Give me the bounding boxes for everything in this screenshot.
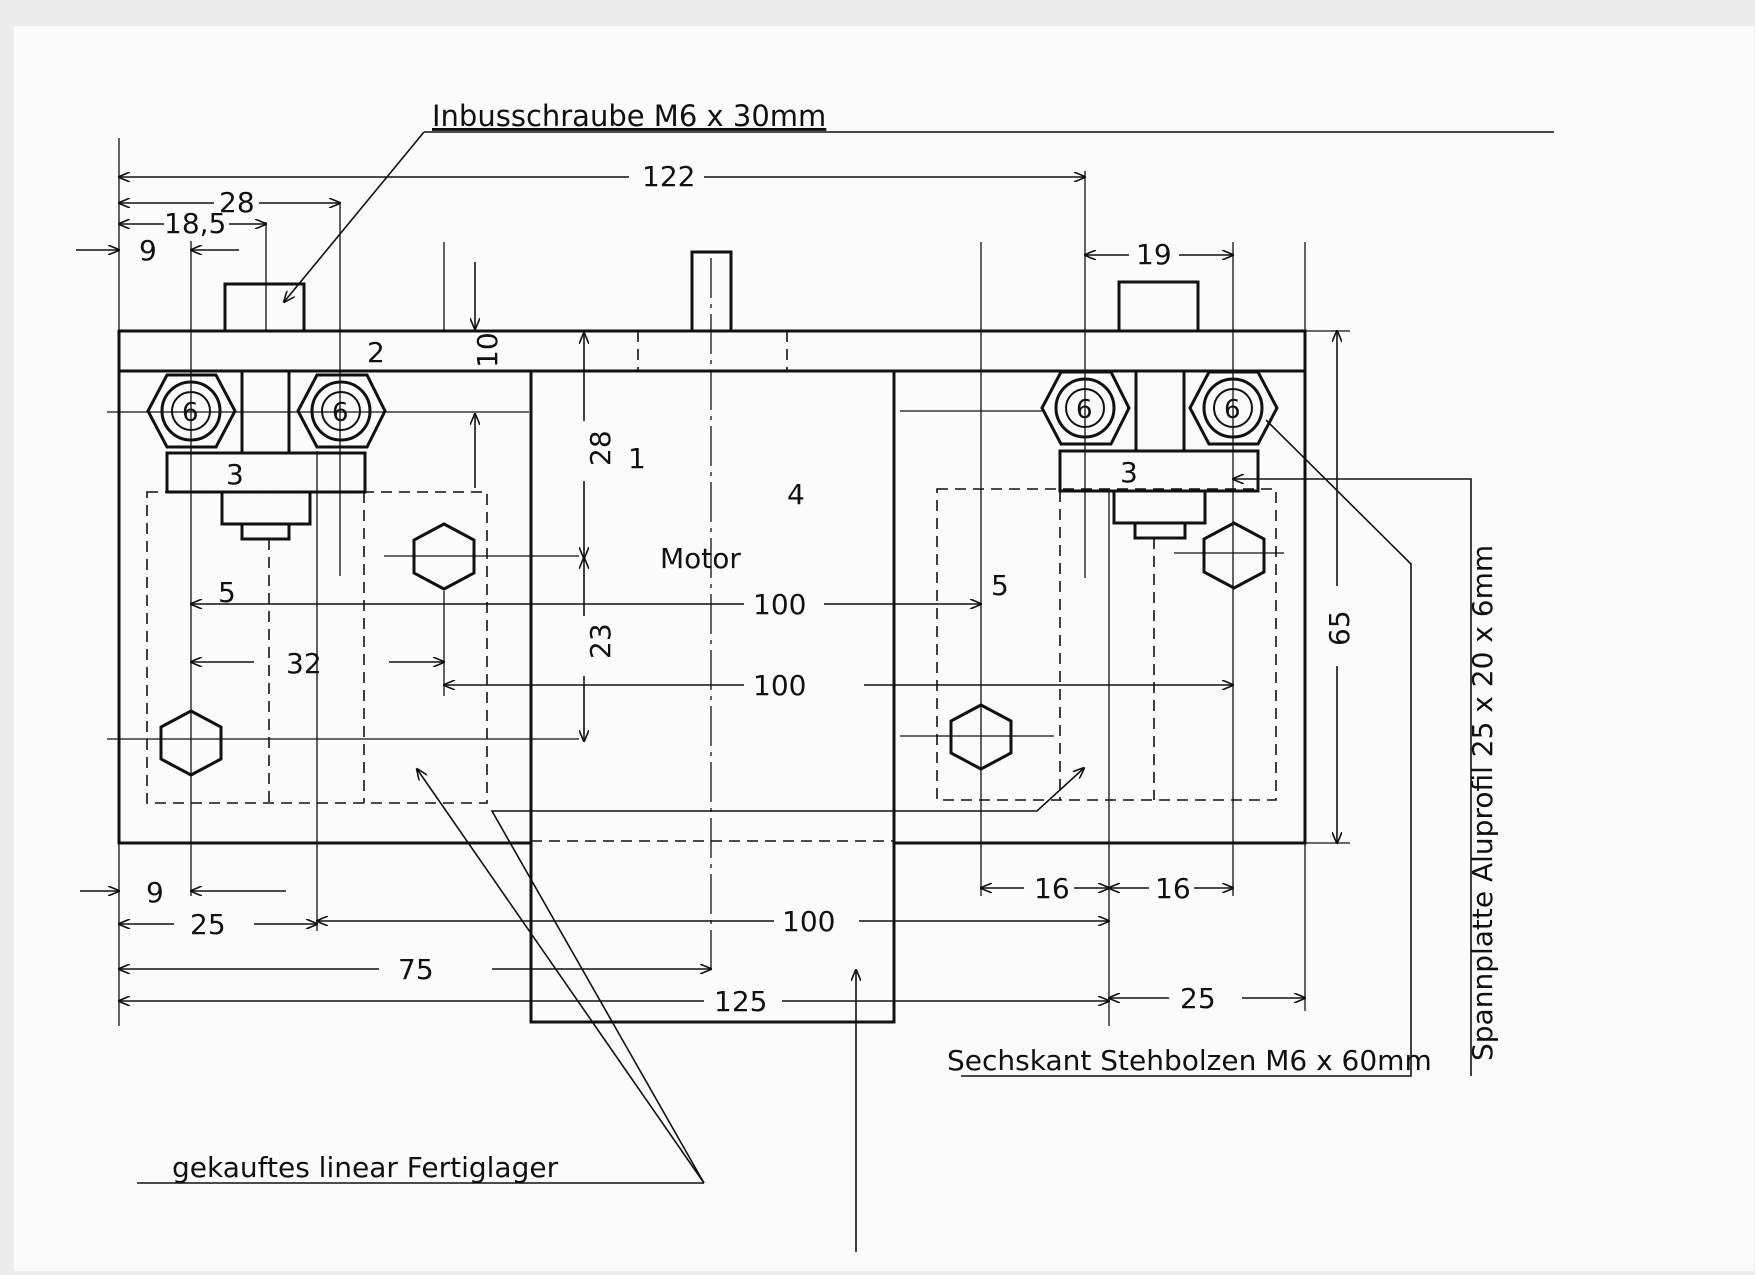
label-clamp-plate: Spannplatte Aluprofil 25 x 20 x 6mm [1466,545,1499,1061]
screw-head-right [1117,280,1200,333]
drawing-sheet: Inbusschraube M6 x 30mm gekauftes linear… [14,26,1754,1271]
dim-65: 65 [1323,610,1356,646]
part-number-6-c: 6 [1076,395,1093,425]
hex-nut-2 [296,373,387,449]
dim-9-bottom: 9 [146,876,164,909]
label-hex-standoff: Sechskant Stehbolzen M6 x 60mm [947,1044,1432,1077]
dim-16-b: 16 [1155,872,1191,905]
dim-28-motor: 28 [584,430,617,466]
hex-nuts [146,370,1279,449]
label-purchased-bearing: gekauftes linear Fertiglager [172,1151,559,1184]
part-number-3-left: 3 [226,458,244,491]
dim-10: 10 [471,332,504,368]
part-number-1: 1 [628,442,646,475]
dim-100-bottom: 100 [782,905,835,938]
dim-25-right: 25 [1180,982,1216,1015]
part-number-5-left: 5 [218,576,236,609]
part-number-6-a: 6 [182,398,199,428]
nut-bottom-left [220,490,312,526]
dim-32: 32 [286,647,322,680]
nut-bottom-right [1112,489,1207,525]
dim-100-a: 100 [753,588,806,621]
part-number-5-right: 5 [991,569,1009,602]
nut-bottom-right-inner [1133,521,1187,540]
part-number-2: 2 [367,336,385,369]
dim-18-5: 18,5 [164,207,226,240]
dim-125: 125 [714,985,767,1018]
top-bar [117,329,1307,373]
clamp-plate-right [1058,449,1260,493]
dim-75: 75 [398,953,434,986]
label-motor: Motor [660,542,741,575]
dim-100-b: 100 [753,669,806,702]
label-screw: Inbusschraube M6 x 30mm [432,99,826,133]
dim-28-top: 28 [219,186,255,219]
bearing-right [936,488,1277,801]
dim-25-left: 25 [190,908,226,941]
part-outlines [117,250,1307,1024]
hex-bolt-1 [412,522,476,591]
extension-lines [107,138,1350,1026]
dim-122: 122 [642,160,695,193]
dimension-lines [76,177,1337,1001]
dim-9-top: 9 [139,234,157,267]
nut-bottom-left-inner [240,522,291,541]
hex-bolt-2 [1202,521,1266,590]
part-number-3-right: 3 [1120,456,1138,489]
technical-drawing: Inbusschraube M6 x 30mm gekauftes linear… [76,99,1554,1252]
screw-head-left [223,282,306,333]
hidden-lines [146,331,1277,842]
part-number-6-d: 6 [1224,395,1241,425]
clamp-plate-left [165,451,367,494]
spacer-right [1134,369,1186,453]
annotations: Inbusschraube M6 x 30mm gekauftes linear… [139,99,1499,1184]
motor-block [529,369,896,1024]
leader-lines [137,131,1554,1252]
dim-19: 19 [1136,238,1172,271]
part-number-6-b: 6 [332,398,349,428]
dim-16-a: 16 [1034,872,1070,905]
dim-23: 23 [584,623,617,659]
part-number-4: 4 [787,478,805,511]
